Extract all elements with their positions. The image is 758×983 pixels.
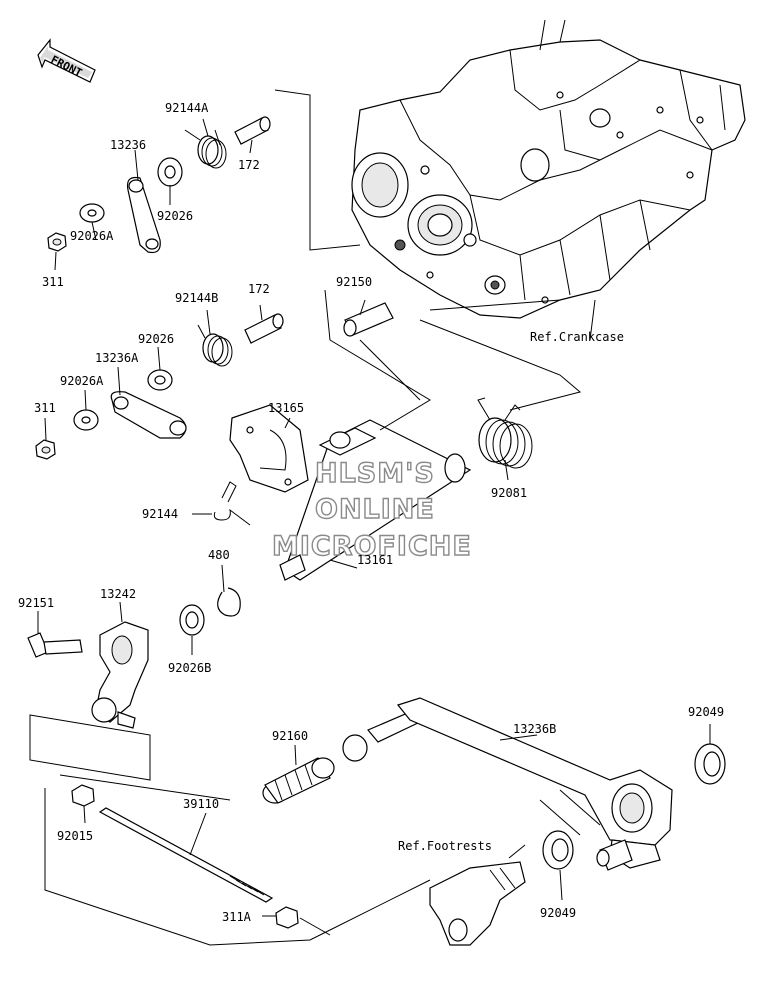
part-label-92144: 92144 [142, 507, 178, 521]
pivot-bolt [596, 839, 633, 871]
leader-lines [29, 89, 711, 946]
part-label-311-mid: 311 [34, 401, 56, 415]
part-label-13236: 13236 [110, 138, 146, 152]
part-label-92049-bot: 92049 [540, 906, 576, 920]
part-label-92026a-mid: 92026A [60, 374, 104, 388]
part-label-92151: 92151 [18, 596, 54, 610]
front-arrow-icon: FRONT [37, 38, 96, 83]
shift-lever-13242 [91, 621, 149, 729]
part-label-480: 480 [208, 548, 230, 562]
pedal-rubber-92160 [262, 757, 335, 804]
part-label-92144a: 92144A [165, 101, 209, 115]
bolt-92150 [343, 302, 394, 337]
part-label-92049-top: 92049 [688, 705, 724, 719]
part-label-92026-top: 92026 [157, 209, 193, 223]
footrest-bracket [429, 861, 526, 946]
ref-crankcase-label: Ref.Crankcase [530, 330, 624, 344]
part-label-13236b: 13236B [513, 722, 556, 736]
part-label-13165: 13165 [268, 401, 304, 415]
nut-92015 [71, 784, 95, 807]
watermark-line-2: ONLINE [315, 494, 435, 525]
shift-arm-13236a [110, 391, 187, 439]
spring-92144a [184, 129, 227, 169]
ref-footrests-label: Ref.Footrests [398, 839, 492, 853]
watermark-line-1: HLSM'S [315, 458, 435, 489]
part-label-311-top: 311 [42, 275, 64, 289]
part-label-92150: 92150 [336, 275, 372, 289]
tie-rod-39110 [98, 807, 274, 903]
nut-311a [275, 906, 299, 929]
shift-pedal-13236b [342, 697, 673, 869]
washer-92049-bot [542, 830, 574, 870]
spring-92144b [197, 324, 233, 367]
watermark: HLSM'S ONLINE MICROFICHE [271, 457, 472, 562]
part-label-92144b: 92144B [175, 291, 218, 305]
part-label-92026-mid: 92026 [138, 332, 174, 346]
part-label-172-top: 172 [238, 158, 260, 172]
pin-172-top [234, 116, 271, 145]
part-label-92015: 92015 [57, 829, 93, 843]
spring-92081 [477, 397, 533, 469]
spring-92144 [213, 481, 251, 526]
part-label-311a: 311A [222, 910, 252, 924]
part-label-92160: 92160 [272, 729, 308, 743]
part-label-13242: 13242 [100, 587, 136, 601]
shift-arm-13236 [126, 176, 161, 254]
shift-shaft-assembly [179, 397, 533, 636]
part-label-172-mid: 172 [248, 282, 270, 296]
pin-172-mid [244, 313, 284, 344]
middle-shift-arm-group [35, 302, 394, 460]
watermark-line-3: MICROFICHE [272, 531, 472, 562]
part-label-92026b: 92026B [168, 661, 211, 675]
part-label-13161: 13161 [357, 553, 393, 567]
part-label-92026a-top: 92026A [70, 229, 114, 243]
part-label-13236a: 13236A [95, 351, 139, 365]
part-label-39110: 39110 [183, 797, 219, 811]
circlip-480 [217, 587, 241, 617]
upper-shift-arm-group [47, 116, 271, 254]
crankcase-illustration [351, 19, 746, 319]
bolt-92151 [27, 632, 83, 658]
washer-92049-top [694, 743, 726, 785]
part-label-92081: 92081 [491, 486, 527, 500]
plate-13165 [229, 404, 309, 493]
